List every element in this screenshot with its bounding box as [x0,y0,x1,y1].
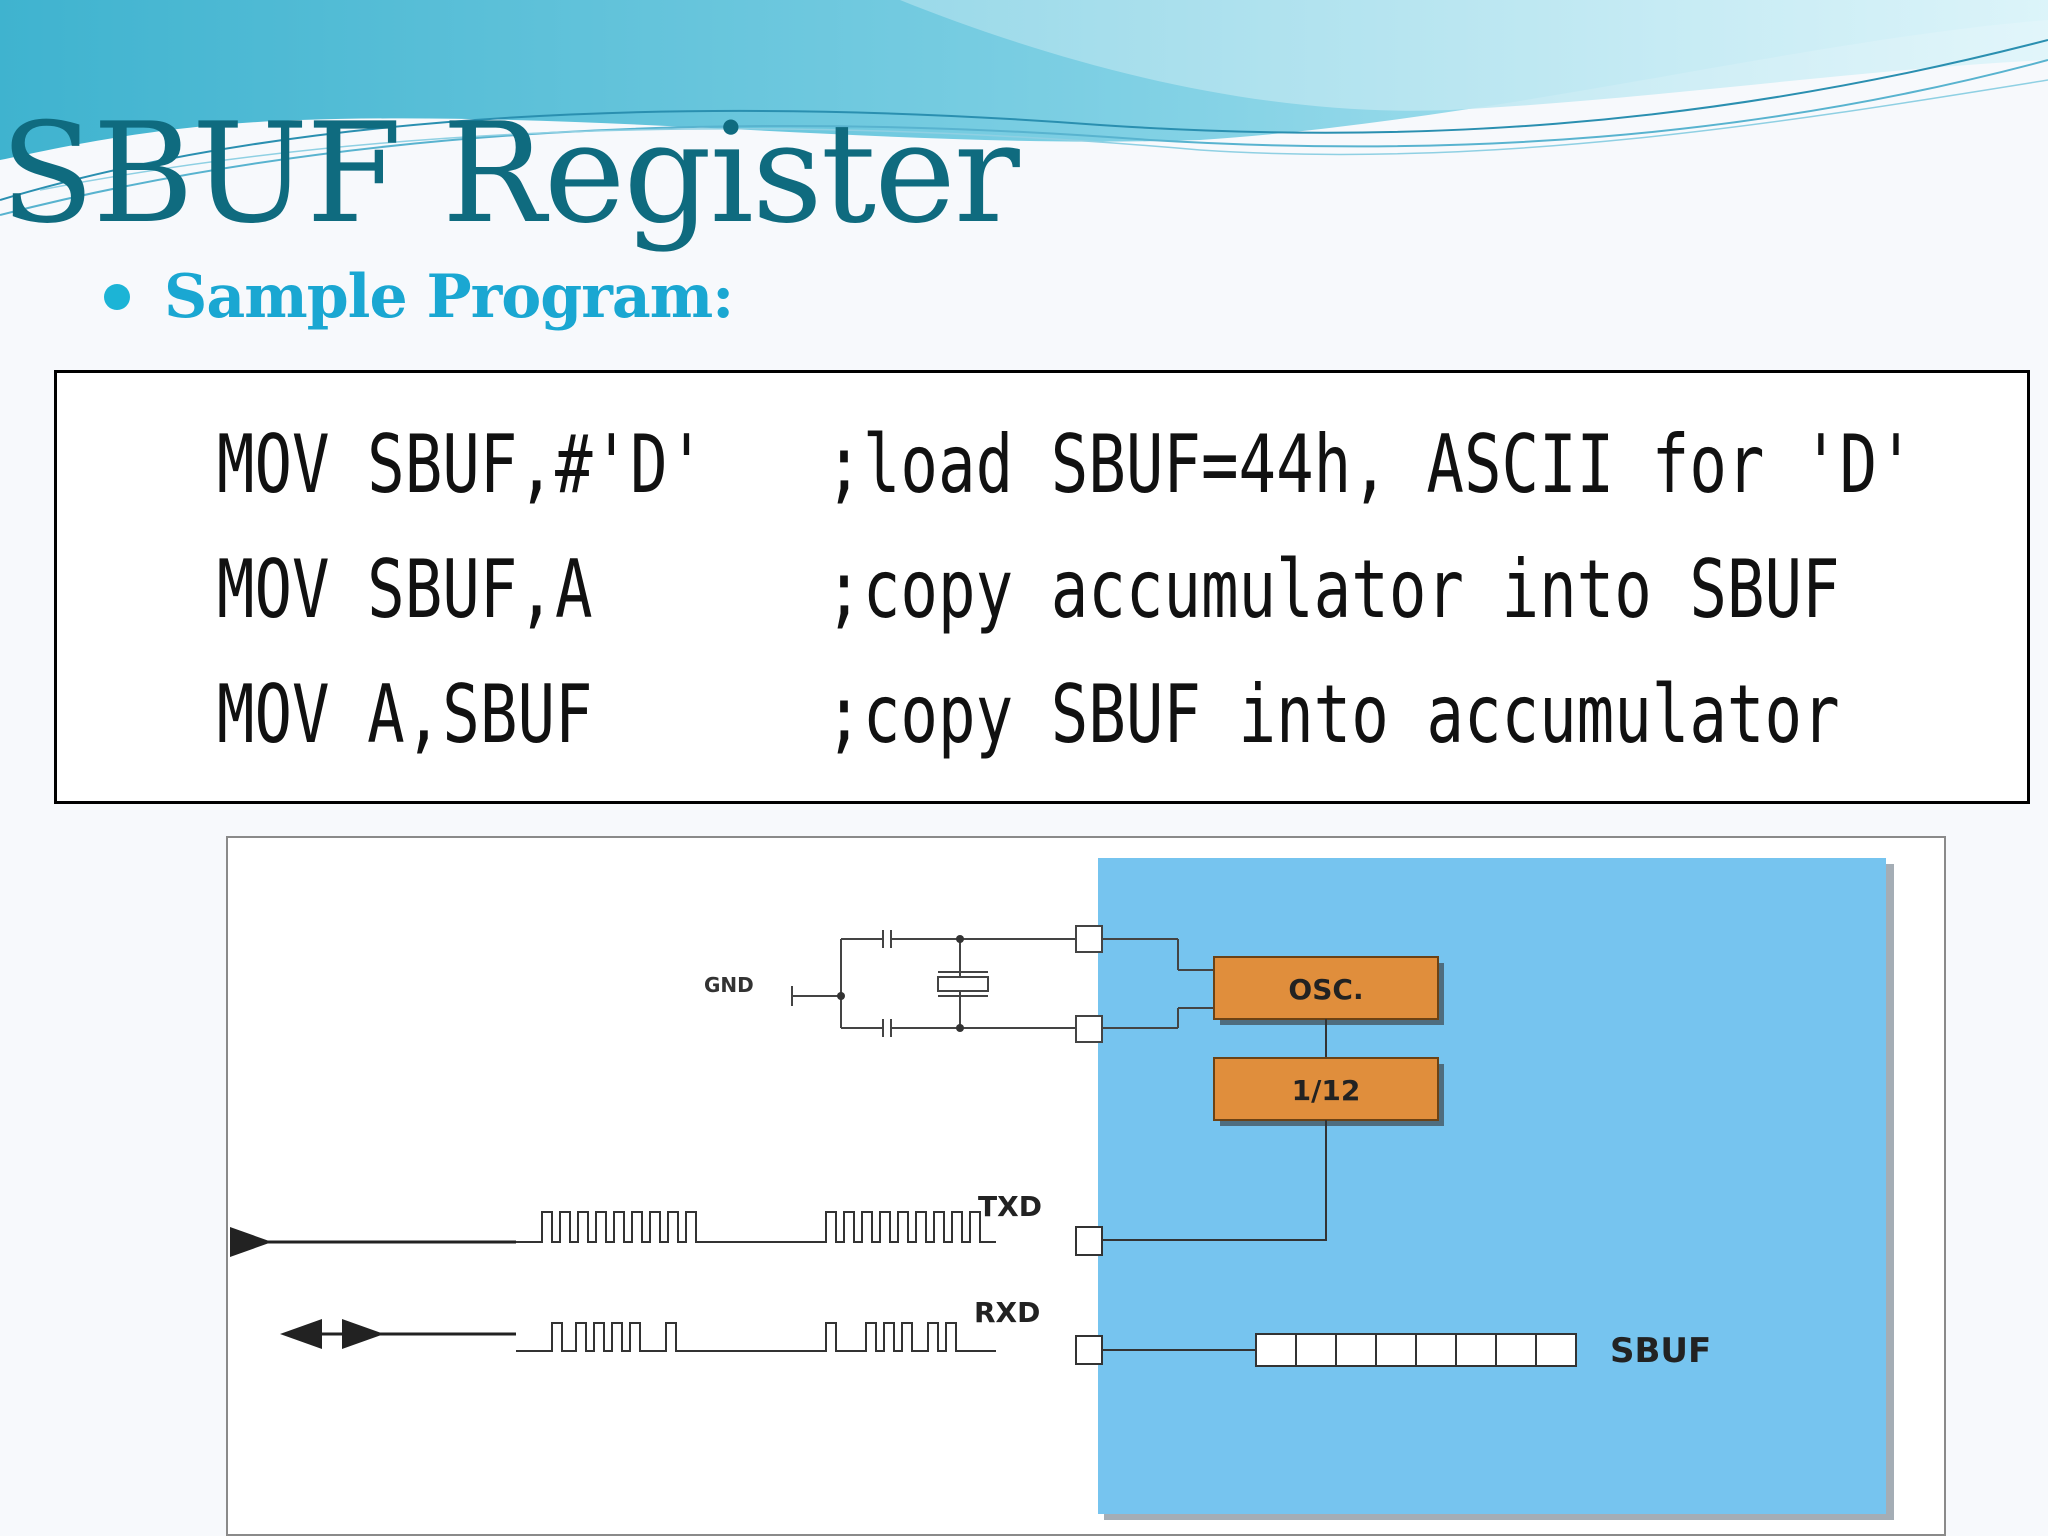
code-line: MOV SBUF,A ;copy accumulator into SBUF [57,540,1840,640]
code-comment: ;copy SBUF into accumulator [825,668,1840,761]
osc-label: OSC. [1288,973,1363,1006]
txd-waveform [516,1211,996,1243]
divider-block [1213,1057,1439,1121]
code-instruction: MOV A,SBUF [216,668,593,761]
code-instruction: MOV SBUF,#'D' [216,418,706,511]
rxd-waveform [516,1322,996,1352]
gnd-label: GND [704,973,754,997]
txd-connection [1102,1120,1327,1241]
sbuf-label: SBUF [1610,1331,1711,1371]
code-comment: ;copy accumulator into SBUF [825,543,1840,636]
code-instruction: MOV SBUF,A [216,543,593,636]
code-line: MOV A,SBUF ;copy SBUF into accumulator [57,665,1840,765]
code-box: MOV SBUF,#'D' ;load SBUF=44h, ASCII for … [54,370,2030,804]
slide-title: SBUF Register [0,93,1020,254]
sbuf-register [1255,1333,1577,1367]
bullet-dot-icon [104,284,130,310]
txd-pin [1075,1226,1103,1256]
junction-dot [837,992,845,1000]
junction-dot [956,1024,964,1032]
rxd-label: RXD [974,1296,1040,1329]
serial-port-diagram: GND OSC. 1/12 TXD RXD [226,836,1946,1536]
code-comment: ;load SBUF=44h, ASCII for 'D' [825,418,1915,511]
txd-label: TXD [978,1190,1042,1223]
divider-label: 1/12 [1292,1074,1361,1107]
bullet-text: Sample Program: [164,262,734,332]
osc-block [1213,956,1439,1020]
junction-dot [956,935,964,943]
rxd-pin [1075,1335,1103,1365]
crystal-circuit [791,925,1214,1043]
header-wave-decoration [0,0,2048,216]
bullet-item: Sample Program: [104,262,734,332]
code-line: MOV SBUF,#'D' ;load SBUF=44h, ASCII for … [57,415,1915,515]
